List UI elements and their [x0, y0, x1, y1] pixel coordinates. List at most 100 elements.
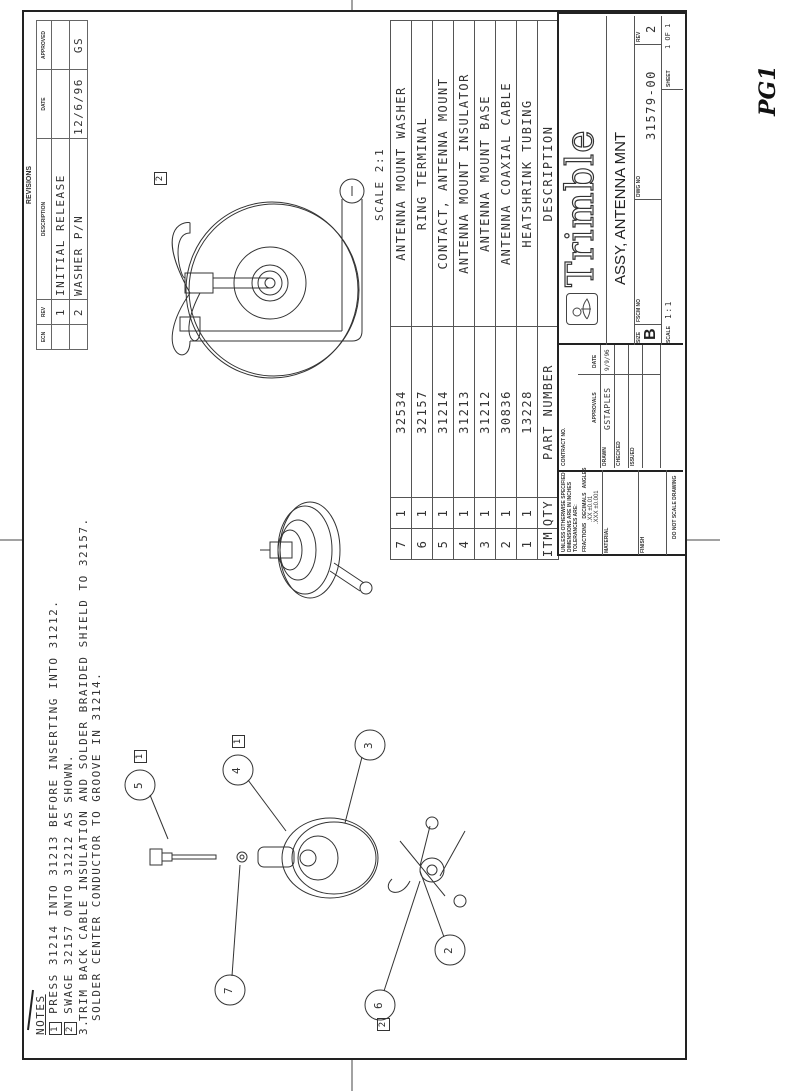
tol-material: MATERIAL: [604, 527, 610, 553]
dwg-no-label: DWG NO: [636, 175, 642, 197]
sheet-number: 1 OF 1: [664, 23, 672, 49]
do-not-scale-note: DO NOT SCALE DRAWING: [672, 475, 678, 539]
issued-label: ISSUED: [630, 447, 636, 466]
tolerance-block: UNLESS OTHERWISE SPECIFIED DIMENSIONS AR…: [558, 467, 683, 555]
revision-value: 2: [644, 24, 658, 33]
part-number: 31214: [432, 326, 454, 498]
header-qty: QTY: [537, 497, 559, 529]
scale-label: SCALE: [666, 326, 672, 343]
balloon-7: 7: [222, 985, 235, 994]
header-description: DESCRIPTION: [537, 20, 559, 327]
part-item: 1: [516, 528, 538, 560]
balloon-3: 3: [362, 740, 375, 749]
note-text: TRIM BACK CABLE INSULATION AND SOLDER BR…: [77, 517, 90, 1021]
fscm-label: FSCM NO: [636, 298, 642, 322]
part-item: 2: [495, 528, 517, 560]
tol-angles: ANGLES: [582, 467, 588, 489]
note-flag: 2: [64, 1022, 77, 1035]
tol-xxx: .XXX ±0.001: [594, 490, 600, 524]
part-item: 7: [390, 528, 412, 560]
balloon-5: 5: [132, 780, 145, 789]
top-view-scale-2-1: [171, 178, 365, 379]
drawn-label: DRAWN: [602, 447, 608, 466]
trimble-logo-icon: [566, 293, 598, 325]
note-text: SWAGE 32157 ONTO 31212 AS SHOWN.: [62, 753, 75, 1014]
part-number: 32157: [411, 326, 433, 498]
tol-fractions: FRACTIONS: [582, 522, 588, 552]
company-logo: Trimble: [557, 129, 602, 288]
view-scale-label: SCALE 2:1: [373, 147, 386, 221]
part-number: 30836: [495, 326, 517, 498]
part-qty: 1: [411, 497, 433, 529]
date-label: DATE: [592, 354, 598, 368]
note-text-continued: SOLDER CENTER CONDUCTOR TO GROOVE IN 312…: [90, 671, 103, 1021]
part-description: ANTENNA MOUNT INSULATOR: [453, 20, 475, 327]
header-item: ITM: [537, 528, 559, 560]
part-description: ANTENNA MOUNT WASHER: [390, 20, 412, 327]
balloon-6: 6: [372, 1000, 385, 1009]
note-flag: 1: [232, 735, 245, 748]
part-qty: 1: [390, 497, 412, 529]
part-item: 6: [411, 528, 433, 560]
part-item: 3: [474, 528, 496, 560]
note-text: PRESS 31214 INTO 31213 BEFORE INSERTING …: [47, 599, 60, 1014]
handwritten-page-number: PG1: [755, 65, 781, 116]
note-number: 3.: [77, 1018, 90, 1035]
part-description: RING TERMINAL: [411, 20, 433, 327]
note-flag: 1: [134, 750, 147, 763]
notes-section: NOTES 1 PRESS 31214 INTO 31213 BEFORE IN…: [34, 517, 103, 1035]
part-number: 32534: [390, 326, 412, 498]
part-item: 5: [432, 528, 454, 560]
note-flag: 2: [377, 1018, 390, 1031]
part-qty: 1: [474, 497, 496, 529]
approvals-label: APPROVALS: [592, 392, 598, 423]
part-number: 31212: [474, 326, 496, 498]
part-qty: 1: [453, 497, 475, 529]
contract-no-label: CONTRACT NO.: [561, 427, 567, 466]
drawing-size: B: [642, 328, 659, 340]
drawn-by: GSTAPLES: [603, 387, 612, 430]
company-title-block: Trimble ASSY, ANTENNA MNT SIZE B FSCM NO…: [557, 16, 683, 345]
sheet-label: SHEET: [666, 70, 672, 87]
exploded-view: [149, 816, 467, 908]
note-1: 1 PRESS 31214 INTO 31213 BEFORE INSERTIN…: [47, 517, 62, 1035]
rev-label: REV: [636, 31, 642, 42]
checked-label: CHECKED: [616, 441, 622, 466]
header-part-number: PART NUMBER: [537, 326, 559, 498]
part-item: 4: [453, 528, 475, 560]
tol-line3: TOLERANCES ARE:: [573, 504, 579, 552]
parts-list-header: ITM QTY PART NUMBER DESCRIPTION: [537, 20, 559, 560]
part-qty: 1: [516, 497, 538, 529]
part-number: 31213: [453, 326, 475, 498]
drawing-title: ASSY, ANTENNA MNT: [612, 131, 629, 285]
balloon-leaders: [124, 729, 466, 1021]
approvals-block: CONTRACT NO. APPROVALS DATE DRAWN GSTAPL…: [558, 343, 683, 468]
balloon-4: 4: [230, 765, 243, 774]
part-description: CONTACT, ANTENNA MOUNT: [432, 20, 454, 327]
note-flag: 1: [49, 1022, 62, 1035]
tol-finish: FINISH: [640, 536, 646, 553]
part-description: HEATSHRINK TUBING: [516, 20, 538, 327]
note-flag: 2: [154, 172, 167, 185]
part-description: ANTENNA COAXIAL CABLE: [495, 20, 517, 327]
part-number: 13228: [516, 326, 538, 498]
notes-title: NOTES: [34, 994, 47, 1035]
part-description: ANTENNA MOUNT BASE: [474, 20, 496, 327]
part-qty: 1: [495, 497, 517, 529]
drawing-number: 31579-00: [644, 70, 658, 140]
note-2: 2 SWAGE 32157 ONTO 31212 AS SHOWN.: [62, 517, 77, 1035]
note-3: 3.TRIM BACK CABLE INSULATION AND SOLDER …: [77, 517, 90, 1035]
part-qty: 1: [432, 497, 454, 529]
drawn-date: 9/9/96: [604, 349, 611, 371]
